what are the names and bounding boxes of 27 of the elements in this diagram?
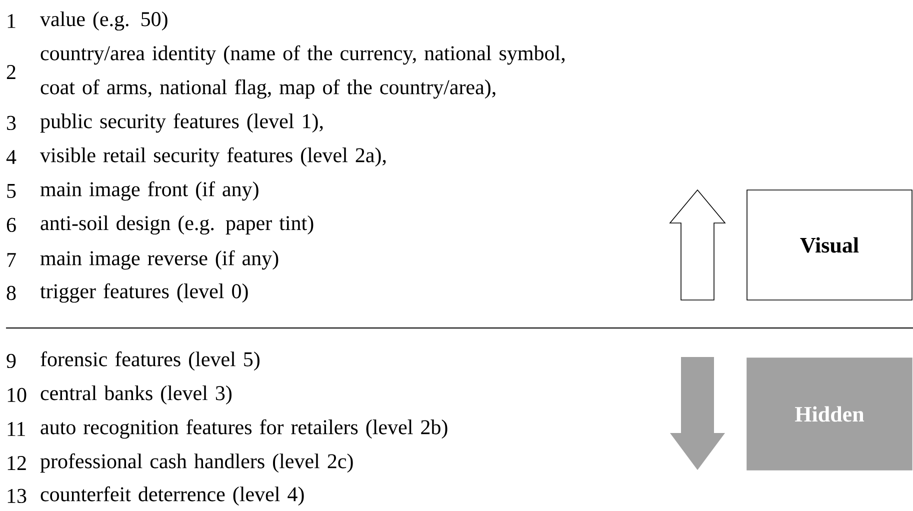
list-item: professional cash handlers (level 2c) (40, 453, 353, 473)
list-item: counterfeit deterrence (level 4) (40, 486, 304, 506)
item-number: 5 (7, 184, 16, 198)
item-number: 4 (6, 150, 16, 164)
list-item: trigger features (level 0) (40, 283, 248, 303)
label-box: Visual (746, 190, 912, 300)
item-number: 6 (6, 218, 16, 232)
item-number: 10 (8, 388, 26, 402)
list-item: public security features (level 1), (40, 113, 323, 133)
item-number: 13 (8, 488, 26, 504)
item-number: 12 (8, 456, 26, 470)
item-number: 2 (6, 65, 16, 79)
list-item: auto recognition features for retailers (level 2b) (40, 419, 448, 439)
item-number: 3 (7, 116, 16, 130)
list-item: main image reverse (if any) (40, 250, 278, 270)
list-item: central banks (level 3) (40, 385, 232, 405)
list-item: value (e.g. 50) (40, 11, 168, 31)
list-item: visible retail security features (level 2a), (40, 147, 386, 167)
item-number: 9 (6, 354, 16, 368)
list-item: forensic features (level 5) (40, 351, 260, 371)
list-item: main image front (if any) (40, 181, 258, 201)
item-number: 1 (8, 14, 16, 28)
list-item: anti-soil design (e.g. paper tint) (40, 215, 314, 235)
item-number: 8 (6, 286, 16, 300)
label-box: Hidden (746, 358, 912, 470)
item-number: 11 (8, 422, 25, 436)
item-number: 7 (7, 253, 16, 267)
